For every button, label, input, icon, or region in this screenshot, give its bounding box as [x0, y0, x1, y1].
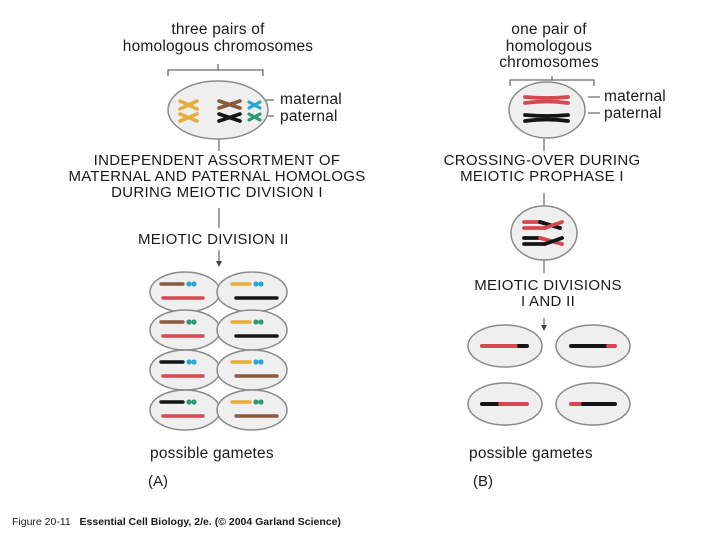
panel-b-step2-line2: I AND II — [520, 293, 576, 311]
panel-a-top-bracket — [167, 69, 264, 76]
gamete-a5 — [149, 349, 221, 391]
gamete-b4 — [555, 382, 631, 426]
gamete-b3 — [467, 382, 543, 426]
gamete-a6 — [216, 349, 288, 391]
panel-a-top-label-line1: three pairs of — [171, 21, 265, 38]
black-paternal-chromosome — [217, 112, 242, 123]
gamete-a8 — [216, 389, 288, 431]
figure-caption: Figure 20-11 Essential Cell Biology, 2/e… — [12, 516, 341, 528]
panel-a-arrowhead — [216, 261, 222, 267]
figure-source: Essential Cell Biology, 2/e. (© 2004 Gar… — [79, 516, 341, 528]
panel-b-bottom-label: possible gametes — [469, 445, 593, 462]
panel-a-top-label: three pairs of homologous chromosomes — [122, 21, 314, 55]
panel-a-step1-line3: DURING MEIOTIC DIVISION I — [111, 184, 323, 202]
gamete-a3 — [149, 309, 221, 351]
panel-b-connectors — [509, 76, 600, 326]
panel-b-arrowhead — [541, 325, 547, 331]
panel-b-paternal-label: paternal — [604, 105, 662, 122]
crossover-chromosomes — [522, 220, 564, 246]
green-paternal-chromosome — [247, 112, 262, 122]
figure-number: Figure 20-11 — [12, 516, 71, 528]
panel-a-maternal-label: maternal — [280, 91, 342, 108]
yellow-paternal-chromosome — [178, 112, 199, 123]
brown-maternal-chromosome — [217, 99, 242, 110]
panel-b-step1: CROSSING-OVER DURING MEIOTIC PROPHASE I — [443, 152, 641, 186]
panel-a-gametes — [149, 271, 288, 431]
gamete-a1 — [149, 271, 221, 313]
panel-b-top-label-line3: chromosomes — [499, 54, 599, 72]
panel-a-bottom-label: possible gametes — [150, 445, 274, 462]
panel-b-letter: (B) — [473, 473, 493, 490]
gamete-b1 — [467, 324, 543, 368]
panel-a-step1: INDEPENDENT ASSORTMENT OF MATERNAL AND P… — [68, 152, 366, 202]
panel-b-gametes — [467, 324, 631, 426]
panel-a-paternal-label: paternal — [280, 108, 338, 125]
panel-b-top-label: one pair of homologous chromosomes — [499, 21, 599, 72]
cyan-maternal-chromosome — [247, 100, 262, 110]
panel-b-step1-line1: CROSSING-OVER DURING — [443, 152, 641, 169]
paternal-black-chromosome — [523, 113, 570, 123]
panel-a-step1-line2: MATERNAL AND PATERNAL HOMOLOGS — [68, 168, 366, 186]
panel-a-step2: MEIOTIC DIVISION II — [138, 231, 289, 248]
panel-b-top-label-line1: one pair of — [511, 21, 587, 38]
panel-b-step2: MEIOTIC DIVISIONS I AND II — [474, 277, 622, 311]
panel-b-step1-line2: MEIOTIC PROPHASE I — [460, 168, 624, 186]
gamete-a4 — [216, 309, 288, 351]
gamete-b2 — [555, 324, 631, 368]
gamete-a2 — [216, 271, 288, 313]
panel-a-step1-line1: INDEPENDENT ASSORTMENT OF — [93, 152, 341, 169]
panel-b-top-label-line2: homologous — [505, 37, 593, 55]
panel-b-maternal-label: maternal — [604, 88, 666, 105]
panel-a-parent-cell — [167, 80, 269, 140]
gamete-a7 — [149, 389, 221, 431]
panel-b-crossover-cell — [510, 205, 578, 261]
panel-a-letter: (A) — [148, 473, 168, 490]
panel-b-parent-cell — [508, 81, 586, 139]
panel-b-step2-line1: MEIOTIC DIVISIONS — [474, 277, 622, 294]
maternal-red-chromosome — [523, 95, 570, 105]
panel-a-top-label-line2: homologous chromosomes — [122, 37, 314, 55]
yellow-maternal-chromosome — [178, 99, 199, 111]
panel-a-parent-cell-outline — [167, 80, 269, 140]
